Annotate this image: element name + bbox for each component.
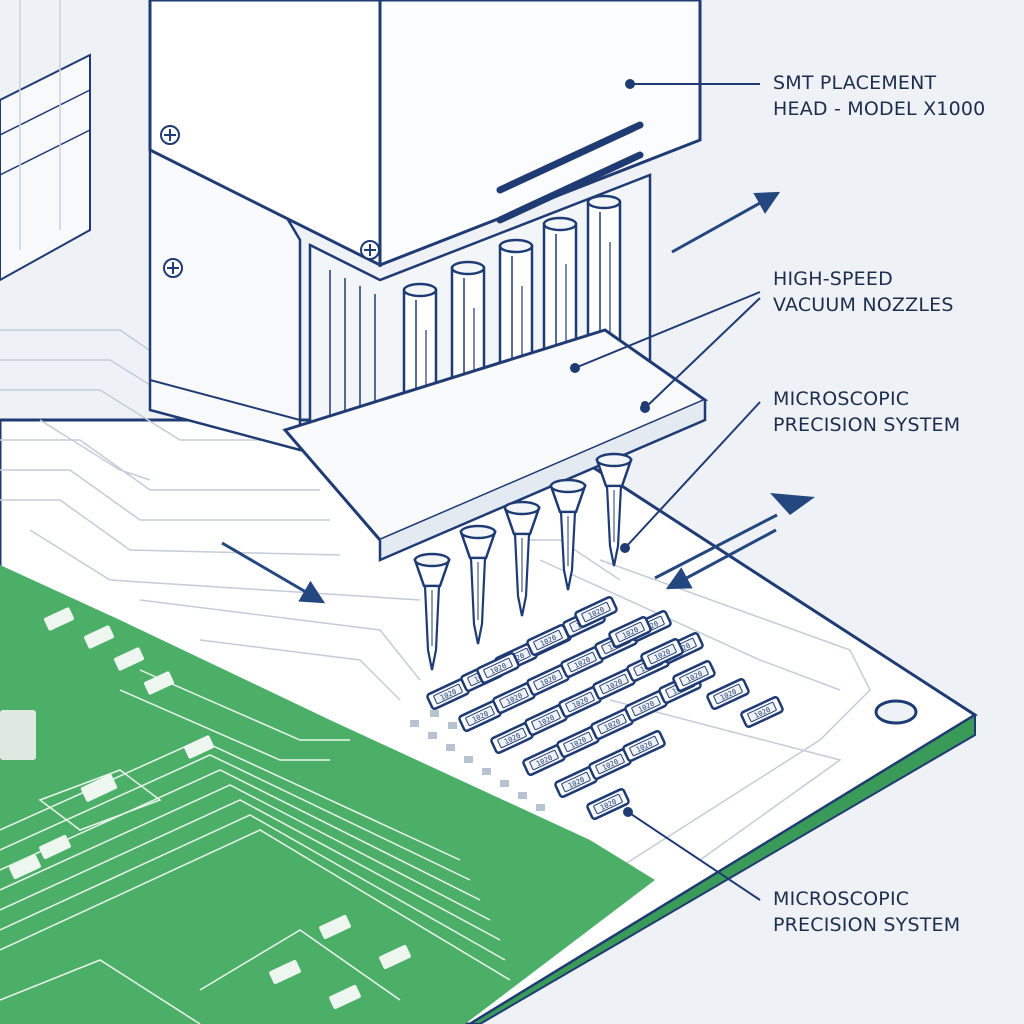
smt-resistor: 1020 [522,744,566,776]
smt-resistor: 1020 [740,696,784,728]
label-vacuum-nozzles: HIGH-SPEED VACUUM NOZZLES [773,266,954,318]
smt-resistor: 1020 [672,660,716,692]
smt-resistor: 1020 [554,766,598,798]
mounting-hole [874,699,918,725]
smt-resistor: 1020 [526,664,570,696]
label-precision-upper-line2: PRECISION SYSTEM [773,414,961,436]
smt-resistor: 1020 [608,616,652,648]
callout-leaders [570,79,761,901]
smt-resistor: 1020 [622,730,666,762]
small-pads [410,710,545,811]
green-pads [0,607,411,1010]
board-traces [0,329,871,881]
smt-resistor: 1020 [426,678,470,710]
green-traces [0,669,511,1024]
label-placement-head: SMT PLACEMENT HEAD - MODEL X1000 [773,70,985,122]
label-placement-head-line1: SMT PLACEMENT [773,72,937,94]
smt-resistor: 1020 [706,678,750,710]
vacuum-nozzle-needle [549,478,587,591]
vacuum-nozzle-needle [413,552,451,671]
smt-resistor: 1020 [476,652,520,684]
smt-resistor: 1020 [640,638,684,670]
smt-resistor: 1020 [526,624,570,656]
smt-resistor: 1020 [524,704,568,736]
gantry-rail [0,0,91,282]
label-precision-upper-line1: MICROSCOPIC [773,388,910,410]
label-vacuum-nozzles-line1: HIGH-SPEED [773,268,893,290]
smt-resistor: 1020 [592,668,636,700]
label-vacuum-nozzles-line2: VACUUM NOZZLES [773,294,954,316]
label-precision-system-lower: MICROSCOPIC PRECISION SYSTEM [773,886,960,938]
smt-resistor: 1020 [490,722,534,754]
motion-arrows [221,191,815,604]
label-placement-head-line2: HEAD - MODEL X1000 [773,98,986,120]
label-precision-lower-line2: PRECISION SYSTEM [773,914,961,936]
placement-head [148,0,709,671]
vacuum-nozzle-needle [459,524,497,645]
label-precision-lower-line1: MICROSCOPIC [773,888,910,910]
smt-component-grid: 1020102010201020102010201020102010201020… [426,596,784,820]
smt-resistor: 1020 [586,788,630,820]
vacuum-nozzle-needle [595,452,633,567]
smt-resistor: 1020 [556,726,600,758]
smt-resistor: 1020 [574,596,618,628]
vacuum-nozzle-needle [503,500,541,617]
smt-resistor: 1020 [624,690,668,722]
label-precision-system-upper: MICROSCOPIC PRECISION SYSTEM [773,386,960,438]
